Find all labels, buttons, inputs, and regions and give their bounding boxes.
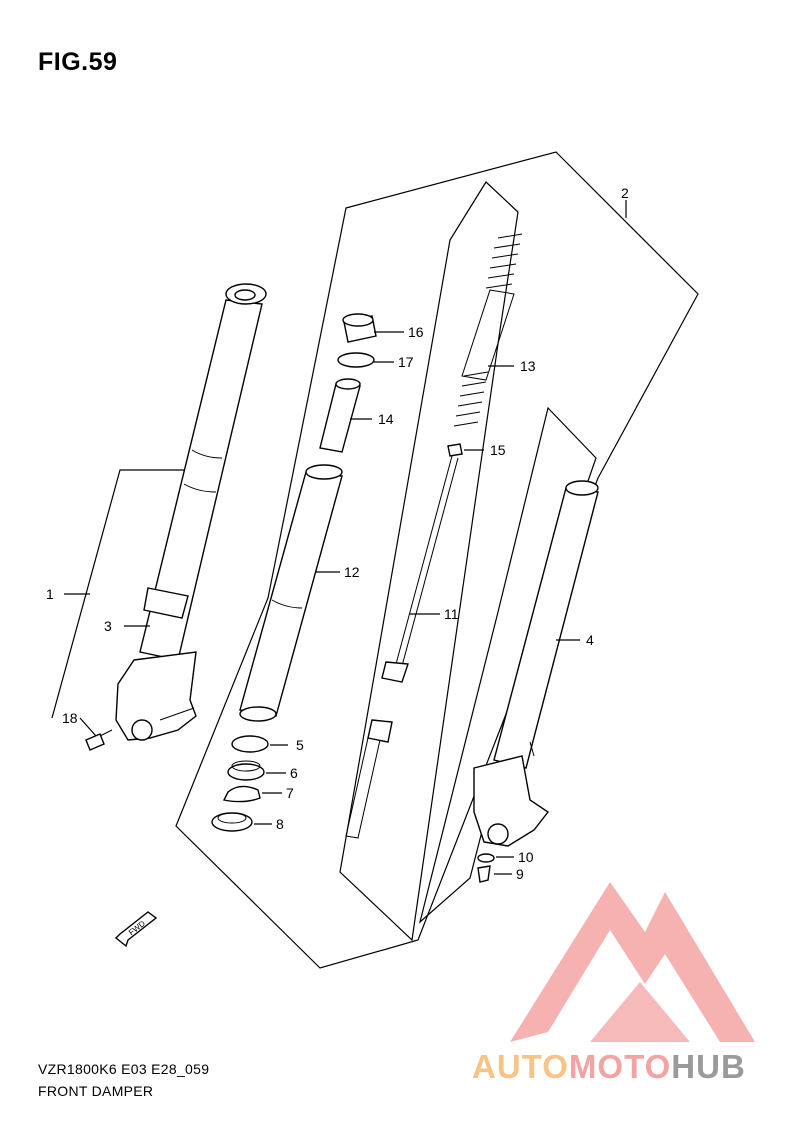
stopper-ring-7 <box>222 785 261 803</box>
nut-15 <box>447 443 463 457</box>
spring-13 <box>453 233 523 427</box>
watermark-part-auto: AUTO <box>472 1048 569 1085</box>
washer-8 <box>211 812 253 832</box>
bolt-18 <box>85 729 113 751</box>
callout-13: 13 <box>520 358 536 374</box>
callout-1: 1 <box>46 586 54 602</box>
callout-9: 9 <box>516 866 524 882</box>
gasket-10 <box>477 853 495 863</box>
watermark-text: AUTOMOTOHUB <box>472 1048 746 1086</box>
callout-18: 18 <box>62 710 78 726</box>
damper-rod-11 <box>345 455 459 839</box>
model-code: VZR1800K6 E03 E28_059 <box>38 1061 210 1077</box>
watermark-part-hub: HUB <box>671 1048 746 1085</box>
outer-tube-4 <box>473 480 599 847</box>
spacer-14 <box>319 378 361 453</box>
callout-16: 16 <box>408 324 424 340</box>
cap-bolt-16 <box>342 313 377 343</box>
callout-5: 5 <box>296 737 304 753</box>
callout-7: 7 <box>286 785 294 801</box>
watermark-logo <box>510 882 755 1042</box>
o-ring-17 <box>337 352 375 368</box>
callout-2: 2 <box>621 185 629 201</box>
inner-outline-outer-tube <box>418 406 597 924</box>
leader-lines <box>64 200 627 875</box>
callout-10: 10 <box>518 849 534 865</box>
callout-3: 3 <box>104 618 112 634</box>
callout-8: 8 <box>276 816 284 832</box>
callout-11: 11 <box>444 606 459 622</box>
callout-15: 15 <box>490 442 506 458</box>
watermark-part-moto: MOTO <box>568 1048 672 1085</box>
callout-17: 17 <box>398 354 414 370</box>
callout-14: 14 <box>378 411 394 427</box>
inner-tube-12 <box>239 464 343 722</box>
fork-assembly-left <box>115 283 267 741</box>
callout-12: 12 <box>344 564 360 580</box>
oil-seal-6 <box>227 760 265 781</box>
callout-6: 6 <box>290 765 298 781</box>
bolt-9 <box>477 865 491 883</box>
bracket-left <box>51 469 190 719</box>
inner-outline-damper <box>339 181 519 942</box>
dust-seal-5 <box>231 735 269 753</box>
assembly-outline-2 <box>175 151 699 969</box>
figure-title: FIG.59 <box>38 48 118 76</box>
fwd-direction-marker: FWD <box>114 911 158 948</box>
diagram-caption: FRONT DAMPER <box>38 1083 154 1099</box>
callout-4: 4 <box>586 632 594 648</box>
